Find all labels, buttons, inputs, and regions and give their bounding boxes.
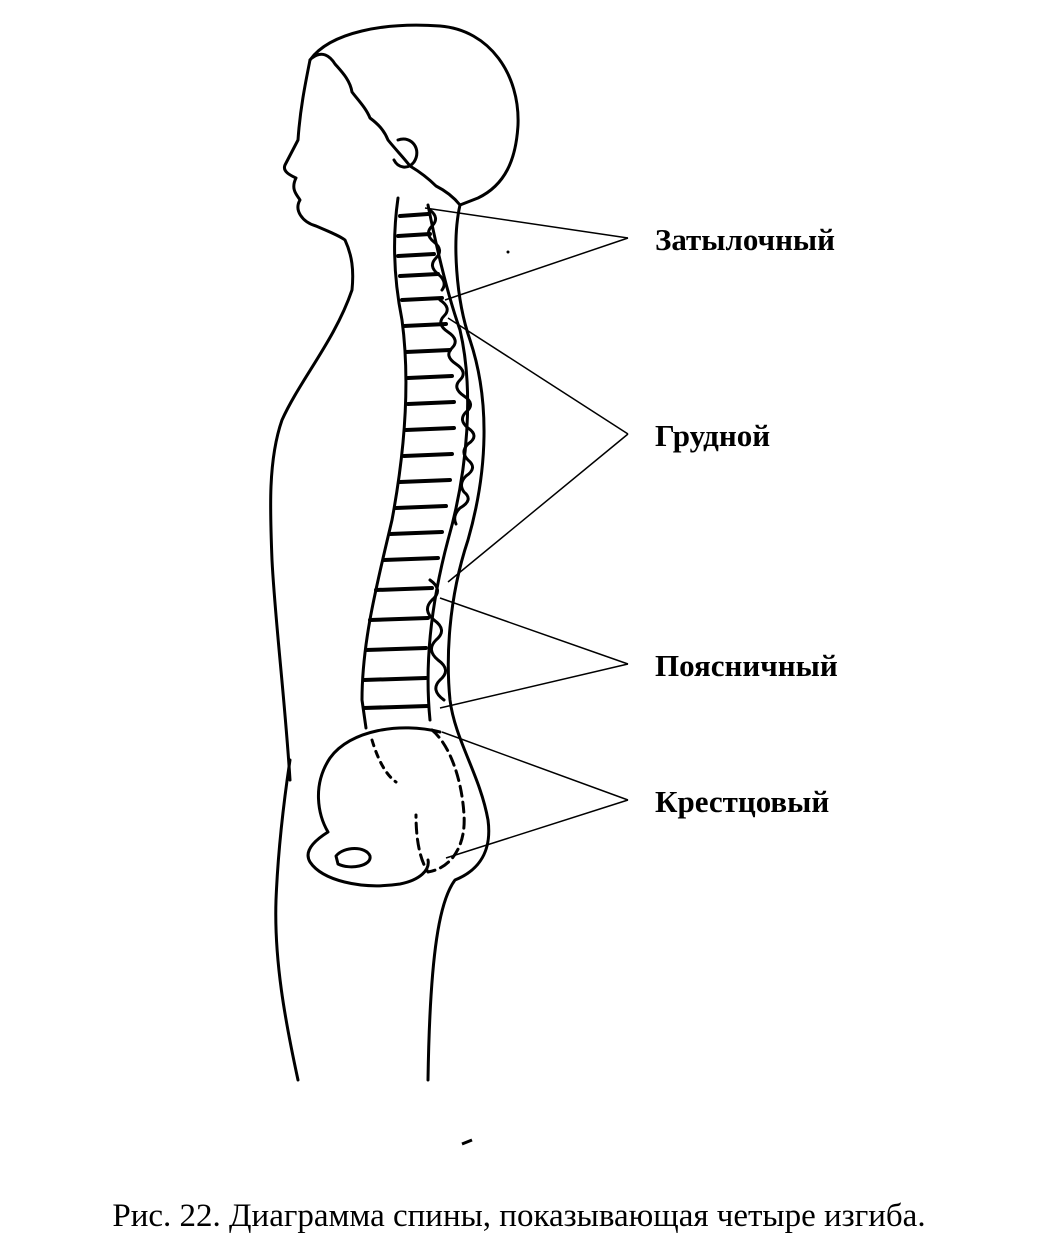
ilium bbox=[306, 726, 442, 888]
speck bbox=[506, 250, 510, 254]
pointer-occipital-bottom bbox=[444, 237, 629, 301]
spine bbox=[360, 196, 476, 730]
pointer-thoracic-bottom bbox=[447, 433, 629, 583]
pointer-sacral-bottom bbox=[445, 799, 629, 859]
pelvis bbox=[306, 726, 466, 888]
pointer-lumbar-bottom bbox=[439, 663, 629, 709]
iliac-dash bbox=[370, 738, 398, 784]
hairline bbox=[310, 52, 462, 207]
front-outline bbox=[308, 23, 520, 1082]
label-lumbar: Поясничный bbox=[655, 648, 838, 683]
label-thoracic: Грудной bbox=[655, 418, 771, 453]
figure-caption: Рис. 22. Диаграмма спины, показывающая ч… bbox=[112, 1198, 926, 1234]
label-sacral: Крестцовый bbox=[655, 784, 830, 819]
label-occipital: Затылочный bbox=[655, 222, 835, 257]
pointer-thoracic-top bbox=[447, 317, 629, 435]
face-outline bbox=[269, 58, 355, 782]
ear bbox=[392, 137, 419, 169]
pointer-occipital-top bbox=[424, 207, 629, 239]
pointer-sacral-top bbox=[441, 731, 629, 801]
front-lower bbox=[274, 758, 300, 1082]
pointer-lines bbox=[424, 207, 629, 859]
sacrum bbox=[414, 728, 466, 874]
spine-front-edge bbox=[360, 196, 408, 730]
obturator bbox=[334, 847, 372, 869]
speck-mark bbox=[461, 1138, 473, 1146]
body-outline bbox=[269, 23, 520, 1082]
spinous-processes bbox=[426, 208, 476, 702]
vertebrae-lines bbox=[362, 212, 456, 710]
pointer-lumbar-top bbox=[439, 597, 629, 665]
